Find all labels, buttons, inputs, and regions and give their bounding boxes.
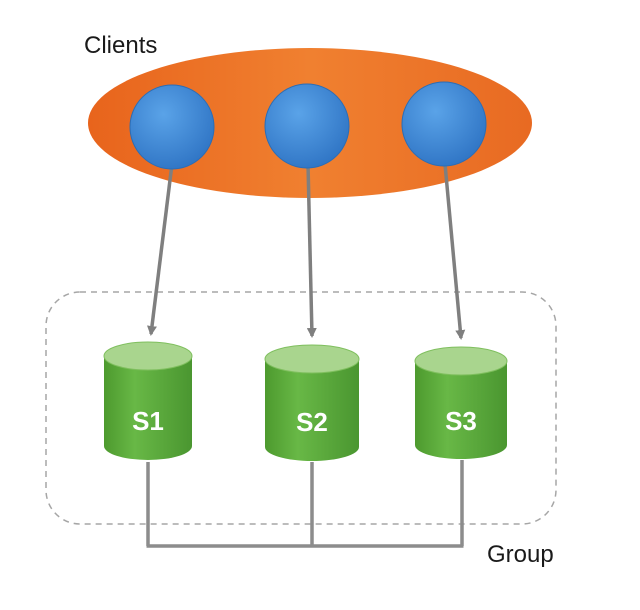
arrow-client1-to-s1 bbox=[147, 163, 174, 336]
server-s3: S3 bbox=[414, 346, 508, 459]
client-node-1 bbox=[129, 84, 215, 170]
arrow-client2-to-s2 bbox=[306, 163, 317, 338]
client-node-2 bbox=[264, 83, 350, 169]
client-node-3 bbox=[401, 81, 487, 167]
server-s1-label: S1 bbox=[132, 406, 164, 436]
server-s1: S1 bbox=[103, 341, 193, 460]
clients-label: Clients bbox=[84, 32, 157, 59]
client-nodes bbox=[129, 81, 487, 170]
server-s3-label: S3 bbox=[445, 406, 477, 436]
arrow-client3-to-s3 bbox=[443, 163, 466, 340]
server-s2-label: S2 bbox=[296, 407, 328, 437]
server-s2: S2 bbox=[264, 344, 360, 461]
server-bus bbox=[146, 460, 464, 548]
request-arrows bbox=[147, 163, 466, 340]
group-boundary bbox=[45, 291, 557, 525]
group-label: Group bbox=[487, 541, 554, 568]
